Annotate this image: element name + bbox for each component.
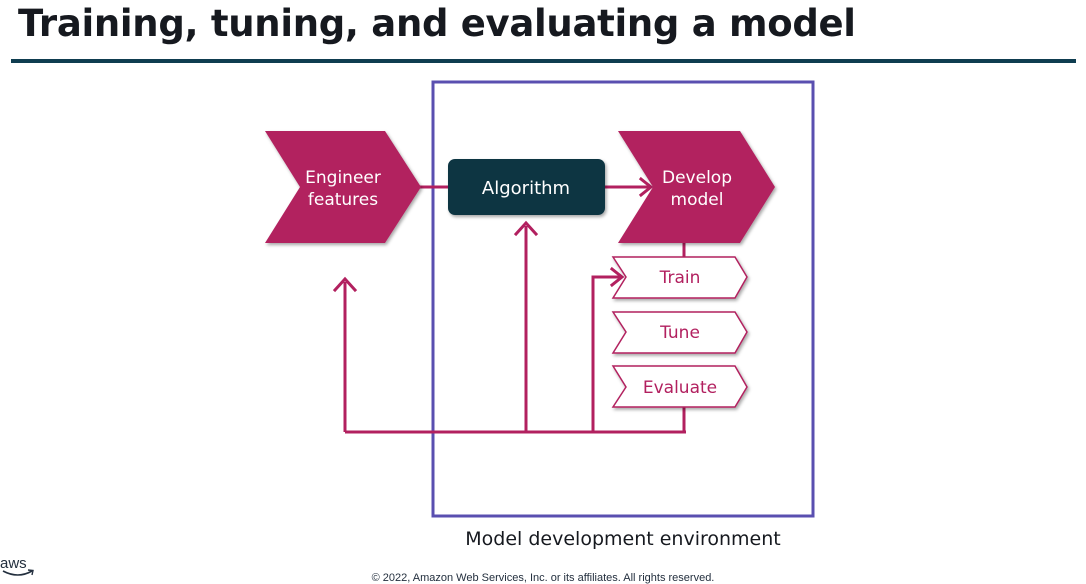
arrowhead-to-train [609,266,625,288]
develop-model-shape: Develop model [618,131,775,243]
develop-model-label-line1: Develop [662,168,732,188]
algorithm-label: Algorithm [482,178,570,199]
step-tune-label: Tune [659,323,700,343]
arrowhead-to-features [332,276,358,293]
aws-logo-text: aws [0,555,27,572]
arrowhead-to-develop [638,176,654,198]
engineer-features-label-line2: features [308,190,378,210]
arrowhead-to-algorithm [513,220,539,237]
aws-smile-icon [2,569,34,576]
arrowheads [332,176,654,293]
environment-boundary [431,80,815,518]
engineer-features-shape: Engineer features [265,131,421,243]
slide-title: Training, tuning, and evaluating a model [18,2,856,45]
step-evaluate-label: Evaluate [643,378,717,398]
environment-label: Model development environment [465,528,780,550]
algorithm-shape: Algorithm [448,159,605,215]
connectors [343,185,686,434]
step-evaluate: Evaluate [611,365,748,408]
develop-model-label-line2: model [671,190,724,210]
title-underline [11,59,1076,63]
step-tune: Tune [611,311,748,354]
copyright-notice: © 2022, Amazon Web Services, Inc. or its… [371,572,715,584]
step-train: Train [611,256,748,299]
engineer-features-label-line1: Engineer [305,168,381,188]
feedback-line-to-train [591,275,620,432]
step-train-label: Train [659,268,701,288]
aws-logo: aws [0,556,40,581]
